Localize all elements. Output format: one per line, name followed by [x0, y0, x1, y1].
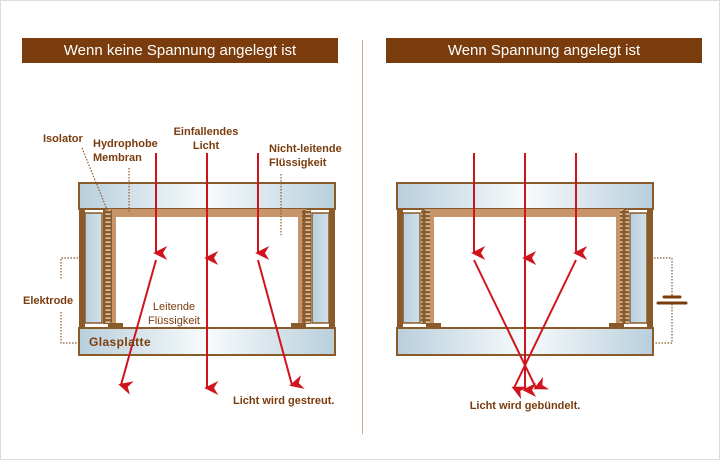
right-isolator-right [616, 212, 620, 324]
right-result-label: Licht wird gebündelt. [470, 400, 581, 412]
left-leader-lines [60, 147, 282, 344]
panel-divider [362, 40, 363, 434]
right-side-glass-left [402, 212, 421, 324]
conductive-label-line2: Flüssigkeit [148, 315, 200, 327]
right-ray-3-out [511, 259, 577, 400]
left-contact-right [291, 323, 306, 328]
left-panel-title: Wenn keine Spannung angelegt ist [22, 38, 338, 63]
left-electrode-right [302, 210, 311, 324]
membrane-label-line1: Hydrophobe [93, 138, 158, 150]
electrode-label: Elektrode [23, 295, 73, 307]
voltage-wire [654, 257, 673, 344]
left-side-glass-left [84, 212, 103, 324]
right-side-glass-right [629, 212, 648, 324]
left-electrode-left [103, 210, 112, 324]
left-isolator-right [298, 212, 302, 324]
right-isolator-left [430, 212, 434, 324]
left-wall-right [329, 209, 335, 327]
right-contact-right [609, 323, 624, 328]
left-ray-3-out [257, 259, 305, 389]
membrane-label-line2: Membran [93, 152, 142, 164]
glass-plate-label: Glasplatte [89, 335, 151, 349]
right-electrode-left [421, 210, 430, 324]
right-rays [471, 153, 588, 400]
isolator-leader [81, 147, 109, 213]
nonconductive-label-line1: Nicht-leitende [269, 143, 342, 155]
nonconductive-label-line2: Flüssigkeit [269, 157, 327, 169]
right-ray-1-out [473, 259, 550, 390]
conductive-label-line1: Leitende [153, 301, 195, 313]
left-result-label: Licht wird gestreut. [233, 395, 334, 407]
incident-light-label-line2: Licht [193, 140, 220, 152]
left-isolator-left [112, 212, 116, 324]
right-panel-title: Wenn Spannung angelegt ist [386, 38, 702, 63]
right-contact-left [426, 323, 441, 328]
left-wall-left [79, 209, 85, 327]
incident-light-label-line1: Einfallendes [174, 126, 239, 138]
isolator-label: Isolator [43, 133, 83, 145]
electrode-bracket-left [60, 257, 78, 344]
left-side-glass-right [311, 212, 330, 324]
left-contact-left [108, 323, 123, 328]
right-electrode-right [620, 210, 629, 324]
right-wall-right [647, 209, 653, 327]
right-wall-left [397, 209, 403, 327]
left-ray-1-out [118, 259, 157, 395]
left-rays [118, 153, 305, 395]
voltage-source [654, 257, 688, 344]
